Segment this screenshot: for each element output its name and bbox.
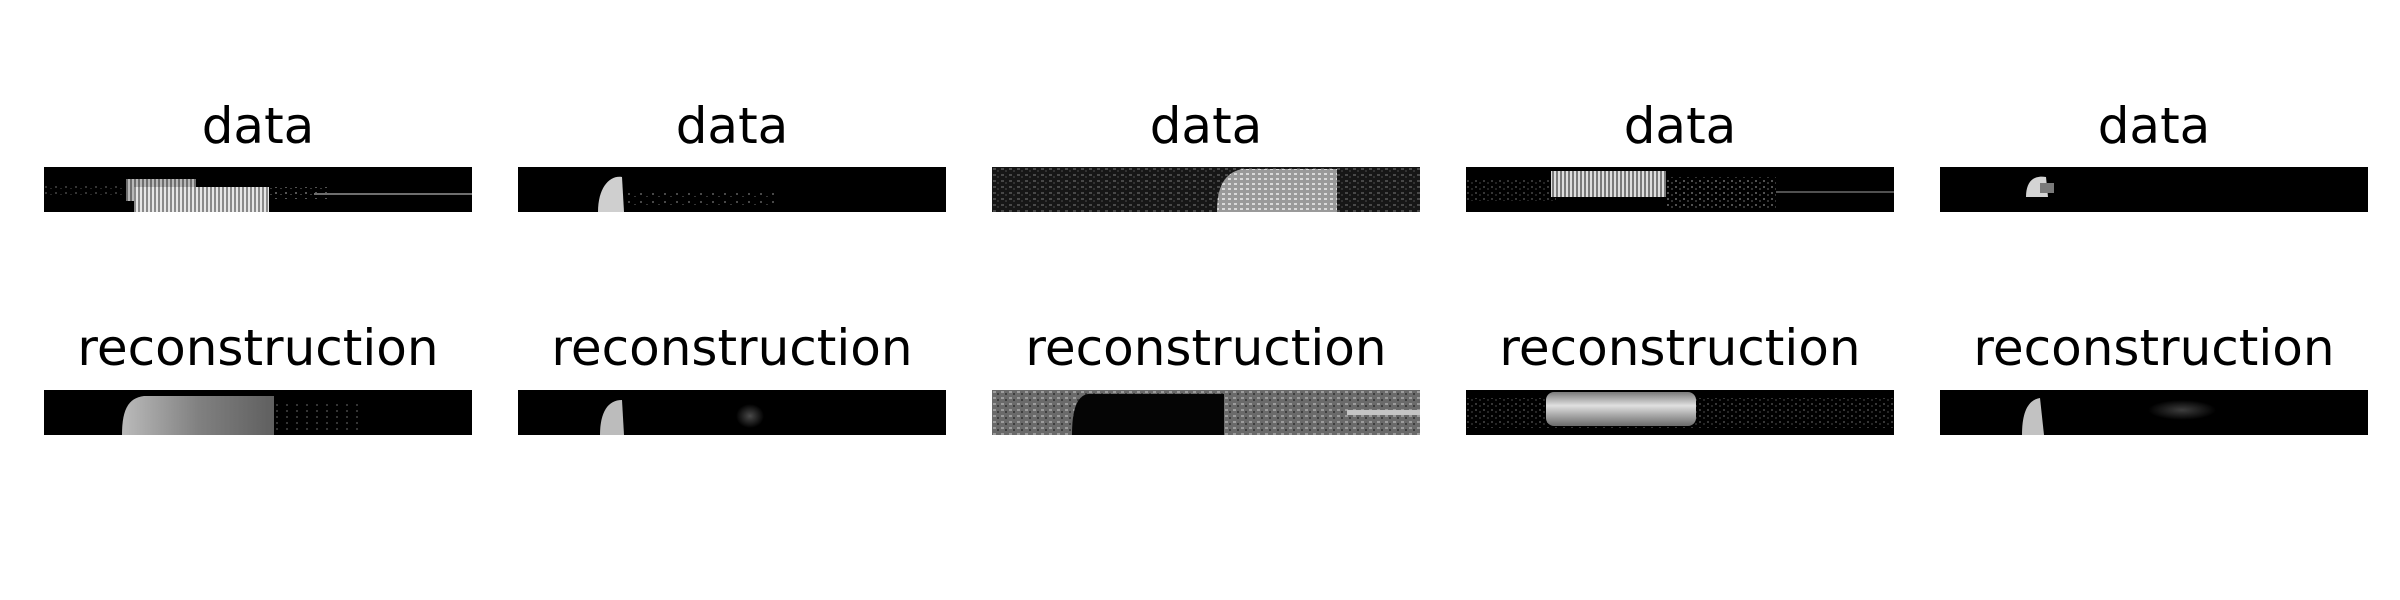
panel-title-reconstruction-3: reconstruction: [1025, 319, 1387, 377]
data-image-4-graphic: [1466, 167, 1894, 212]
panel-title-data-2: data: [675, 97, 789, 155]
panel-title-data-4: data: [1623, 97, 1737, 155]
reconstruction-image-5-graphic: [1940, 390, 2368, 435]
data-image-2-graphic: [518, 167, 946, 212]
reconstruction-image-2: [518, 390, 946, 435]
data-image-4: [1466, 167, 1894, 212]
reconstruction-image-5: [1940, 390, 2368, 435]
panel-title-reconstruction-4: reconstruction: [1499, 319, 1861, 377]
data-image-2: [518, 167, 946, 212]
data-image-3: [992, 167, 1420, 212]
data-image-5-graphic: [1940, 167, 2368, 212]
reconstruction-image-2-graphic: [518, 390, 946, 435]
panel-title-data-3: data: [1149, 97, 1263, 155]
panel-title-reconstruction-1: reconstruction: [77, 319, 439, 377]
reconstruction-image-4-graphic: [1466, 390, 1894, 435]
reconstruction-image-1: [44, 390, 472, 435]
panel-title-data-5: data: [2097, 97, 2211, 155]
reconstruction-image-4: [1466, 390, 1894, 435]
panel-title-reconstruction-5: reconstruction: [1973, 319, 2335, 377]
data-image-5: [1940, 167, 2368, 212]
data-image-3-graphic: [992, 167, 1420, 212]
panel-title-reconstruction-2: reconstruction: [551, 319, 913, 377]
panel-title-data-1: data: [201, 97, 315, 155]
reconstruction-image-1-graphic: [44, 390, 472, 435]
reconstruction-image-3: [992, 390, 1420, 435]
data-image-1: [44, 167, 472, 212]
reconstruction-image-3-graphic: [992, 390, 1420, 435]
data-image-1-graphic: [44, 167, 472, 212]
